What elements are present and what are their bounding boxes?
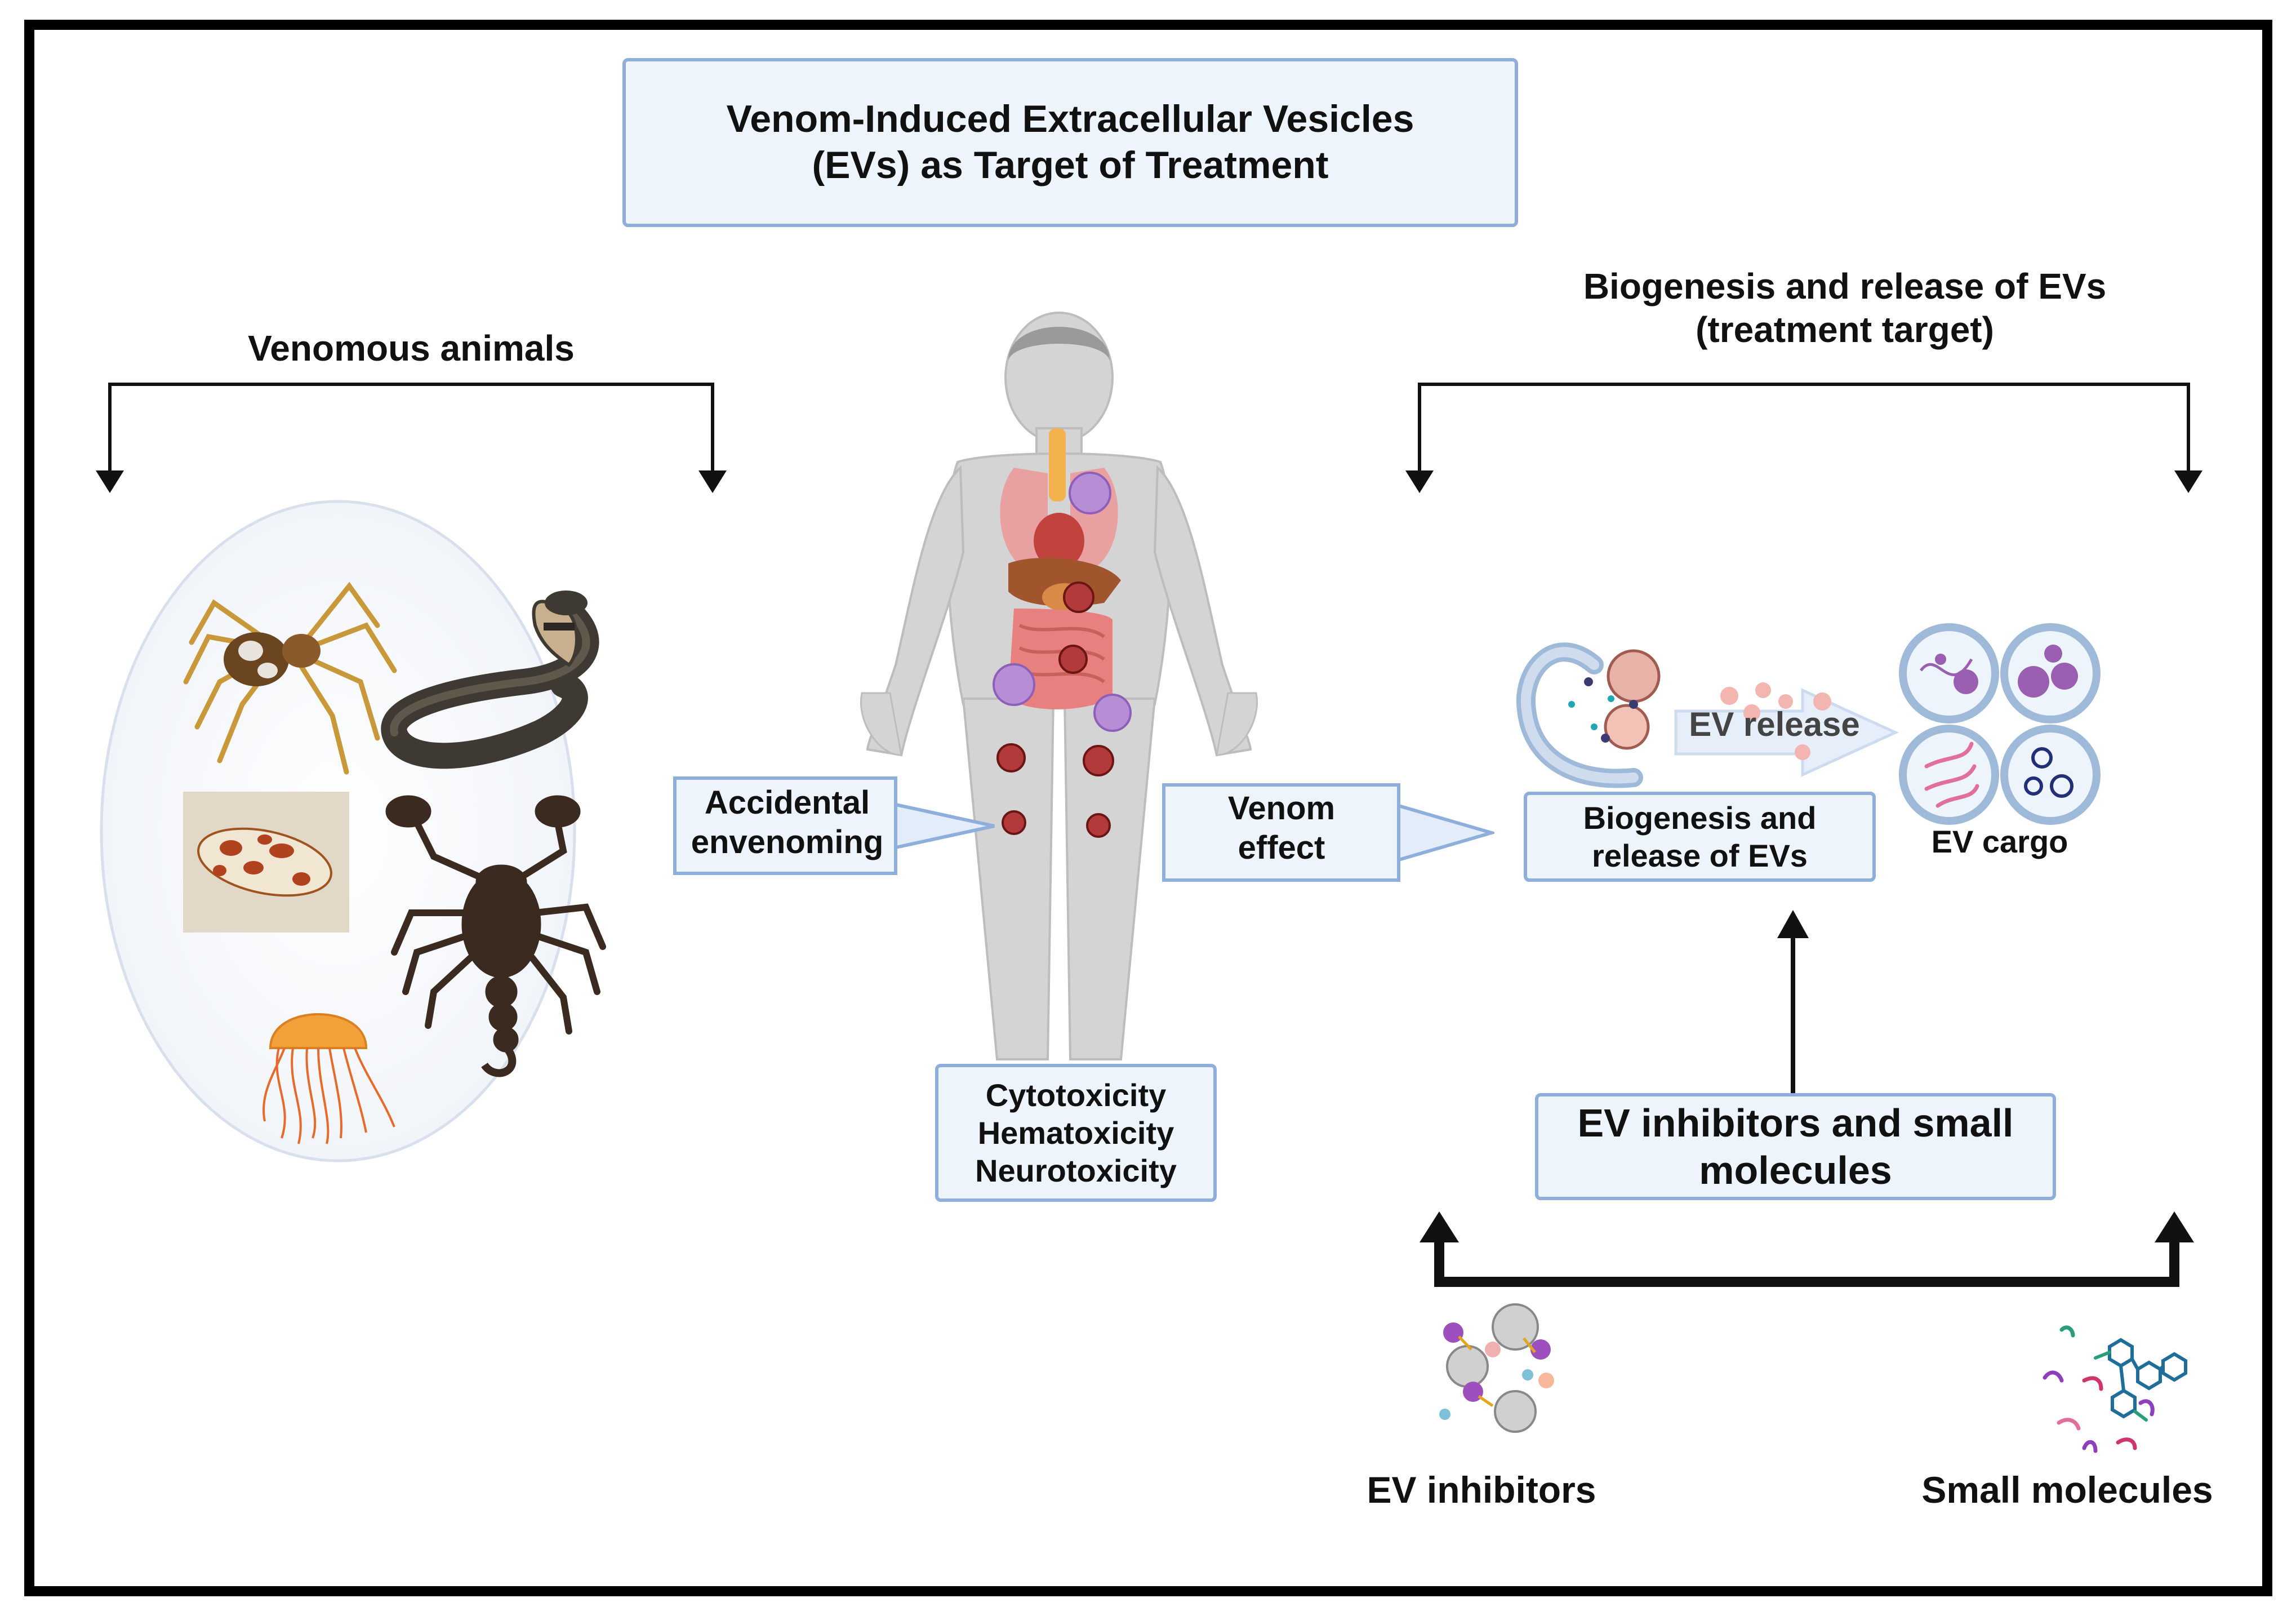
venom-effect-line-2: effect: [1238, 829, 1325, 866]
outer-frame: [24, 20, 2272, 1596]
spider-icon: [183, 581, 397, 775]
title-box: Venom-Induced Extracellular Vesicles (EV…: [622, 58, 1518, 227]
biogenesis-line-1: Biogenesis and: [1583, 800, 1817, 836]
accidental-line-2: envenoming: [691, 823, 884, 860]
toxicity-item: Cytotoxicity: [985, 1077, 1167, 1113]
ev-inhibitor-molecules-icon: [1439, 1303, 1554, 1433]
human-body: [860, 312, 1258, 1060]
ev-release-arrow: [1674, 688, 1899, 777]
accidental-envenoming-label: Accidental envenoming: [679, 783, 896, 862]
biogenesis-line-2: release of EVs: [1592, 838, 1808, 873]
inhibitors-box-line-1: EV inhibitors and small: [1577, 1101, 2014, 1145]
ev-cargo-label: EV cargo: [1931, 824, 2068, 859]
cobra-icon: [381, 591, 599, 769]
toxicity-item: Neurotoxicity: [975, 1153, 1177, 1189]
virus-icon: [1093, 694, 1132, 732]
venom-effect-label: Venom effect: [1166, 789, 1397, 867]
venom-effect-arrow: [1162, 783, 1494, 882]
accidental-envenoming-arrow: [673, 776, 995, 875]
title-line-2: (EVs) as Target of Treatment: [812, 144, 1329, 187]
cone-snail-icon: [183, 792, 349, 933]
lesion-icon: [1063, 581, 1094, 613]
inhibitors-box-line-2: molecules: [1699, 1148, 1892, 1192]
biogenesis-heading: Biogenesis and release of EVs (treatment…: [1493, 265, 2197, 352]
venomous-animals-heading: Venomous animals: [248, 328, 575, 369]
virus-icon: [993, 663, 1035, 706]
released-ev-dots: [1720, 682, 1831, 760]
small-molecules-icon: [2043, 1325, 2187, 1453]
ev-release-label: EV release: [1689, 705, 1860, 743]
toxicity-box: Cytotoxicity Hematoxicity Neurotoxicity: [935, 1064, 1217, 1202]
biogenesis-heading-line-2: (treatment target): [1696, 309, 1994, 350]
ev-bracket: [1405, 383, 2202, 493]
virus-icon: [1069, 472, 1111, 514]
ev-cargo-icon: [1899, 623, 2101, 825]
biogenesis-heading-line-1: Biogenesis and release of EVs: [1583, 266, 2107, 307]
venom-effect-line-1: Venom: [1227, 790, 1336, 827]
inhibitors-up-arrow: [1777, 910, 1809, 1096]
lesion-icon: [1083, 745, 1114, 776]
accidental-line-1: Accidental: [704, 784, 870, 821]
animals-bracket: [96, 383, 727, 493]
scorpion-icon: [385, 795, 606, 1077]
lesion-icon: [996, 743, 1026, 773]
lesion-icon: [1086, 813, 1111, 838]
biogenesis-box: Biogenesis and release of EVs: [1524, 792, 1876, 882]
lesion-icon: [1002, 810, 1026, 835]
small-molecules-label: Small molecules: [1921, 1469, 2213, 1511]
jellyfish-icon: [262, 1013, 395, 1144]
bottom-bracket: [1420, 1211, 2194, 1287]
cell-icon: [1516, 642, 1661, 788]
title-line-1: Venom-Induced Extracellular Vesicles: [726, 97, 1414, 141]
ev-inhibitors-label: EV inhibitors: [1367, 1469, 1596, 1511]
toxicity-item: Hematoxicity: [977, 1115, 1174, 1151]
lesion-icon: [1058, 645, 1088, 674]
inhibitors-box: EV inhibitors and small molecules: [1535, 1093, 2056, 1200]
